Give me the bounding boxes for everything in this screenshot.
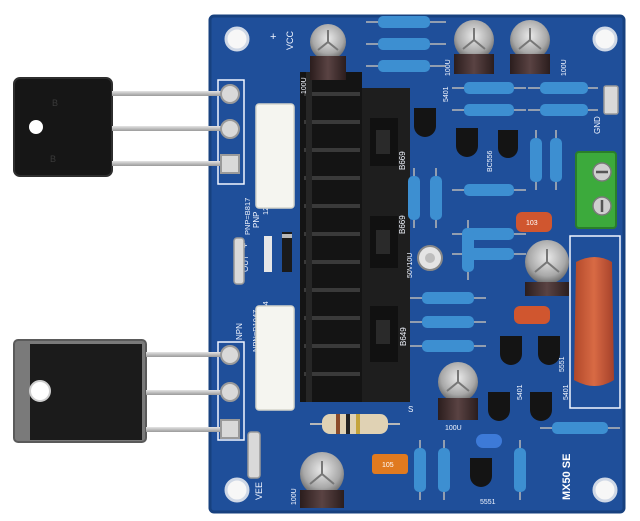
label-5401-b: 5401 [517, 384, 524, 400]
diode-column [264, 232, 292, 272]
label-bc556: BC556 [487, 150, 494, 172]
label-plus-top: + [270, 31, 276, 43]
label-cap-100u-a: 100U [301, 77, 308, 94]
power-transistor-bottom [13, 339, 230, 443]
cap-103: 103 [516, 212, 552, 232]
label-cap-100u-b: 100U [445, 59, 452, 76]
resistors-horizontal [366, 16, 620, 434]
cap-bottom-left [300, 452, 344, 508]
resistor-beige [310, 414, 400, 434]
cap-top-left [310, 24, 346, 80]
ceramic-resistor-bottom [255, 305, 295, 411]
resistors-vertical [408, 130, 562, 500]
label-b669-a: B669 [398, 151, 407, 170]
label-vcc: VCC [285, 30, 295, 50]
label-vee: VEE [254, 482, 264, 500]
label-out: OUT [241, 255, 250, 272]
label-5401-c: 5401 [563, 384, 570, 400]
label-s: S [408, 405, 413, 414]
cap-small-orange [514, 306, 550, 324]
label-gnd: GND [593, 116, 602, 134]
cap-top-right [510, 20, 550, 74]
mounting-holes [224, 26, 618, 503]
cap-top-mid [454, 20, 494, 74]
label-5551-a: 5551 [480, 499, 496, 506]
label-b669-b: B669 [398, 215, 407, 234]
label-model: MX50 SE [561, 454, 573, 500]
label-pnp-part: PNP=B817 [243, 198, 252, 235]
transistors-to92 [414, 108, 560, 487]
label-cap-100u-e: 100U [291, 488, 298, 505]
svg-text:B: B [50, 154, 56, 164]
cap-bottom-mid [438, 362, 478, 420]
svg-text:B: B [52, 98, 58, 108]
svg-text:105: 105 [382, 462, 394, 469]
svg-text:103: 103 [526, 220, 538, 227]
transistor-b669-b [370, 216, 398, 268]
label-cap-100u-c: 100U [561, 59, 568, 76]
label-5551-b: 5551 [559, 356, 566, 372]
ceramic-resistor-top [255, 103, 295, 209]
label-cap-50v10u: 50V10U [407, 253, 414, 278]
pads-bottom [220, 345, 240, 439]
film-capacitor [569, 235, 621, 409]
cap-blue [476, 434, 502, 448]
cap-50v10u [417, 245, 443, 271]
pads-top [220, 84, 240, 174]
cap-mid-right [525, 240, 569, 296]
terminal-block [575, 151, 617, 229]
label-5401-a: 5401 [443, 86, 450, 102]
label-plus-out: + [240, 243, 250, 248]
cap-105: 105 [372, 454, 408, 474]
label-b649: B649 [399, 327, 408, 346]
transistor-b669-a [370, 118, 398, 166]
power-transistor-top: B B [13, 77, 230, 177]
transistor-b649 [370, 306, 398, 362]
label-cap-100u-d: 100U [445, 425, 462, 432]
label-pnp: PNP [252, 212, 261, 228]
label-npn: NPN [235, 323, 244, 340]
